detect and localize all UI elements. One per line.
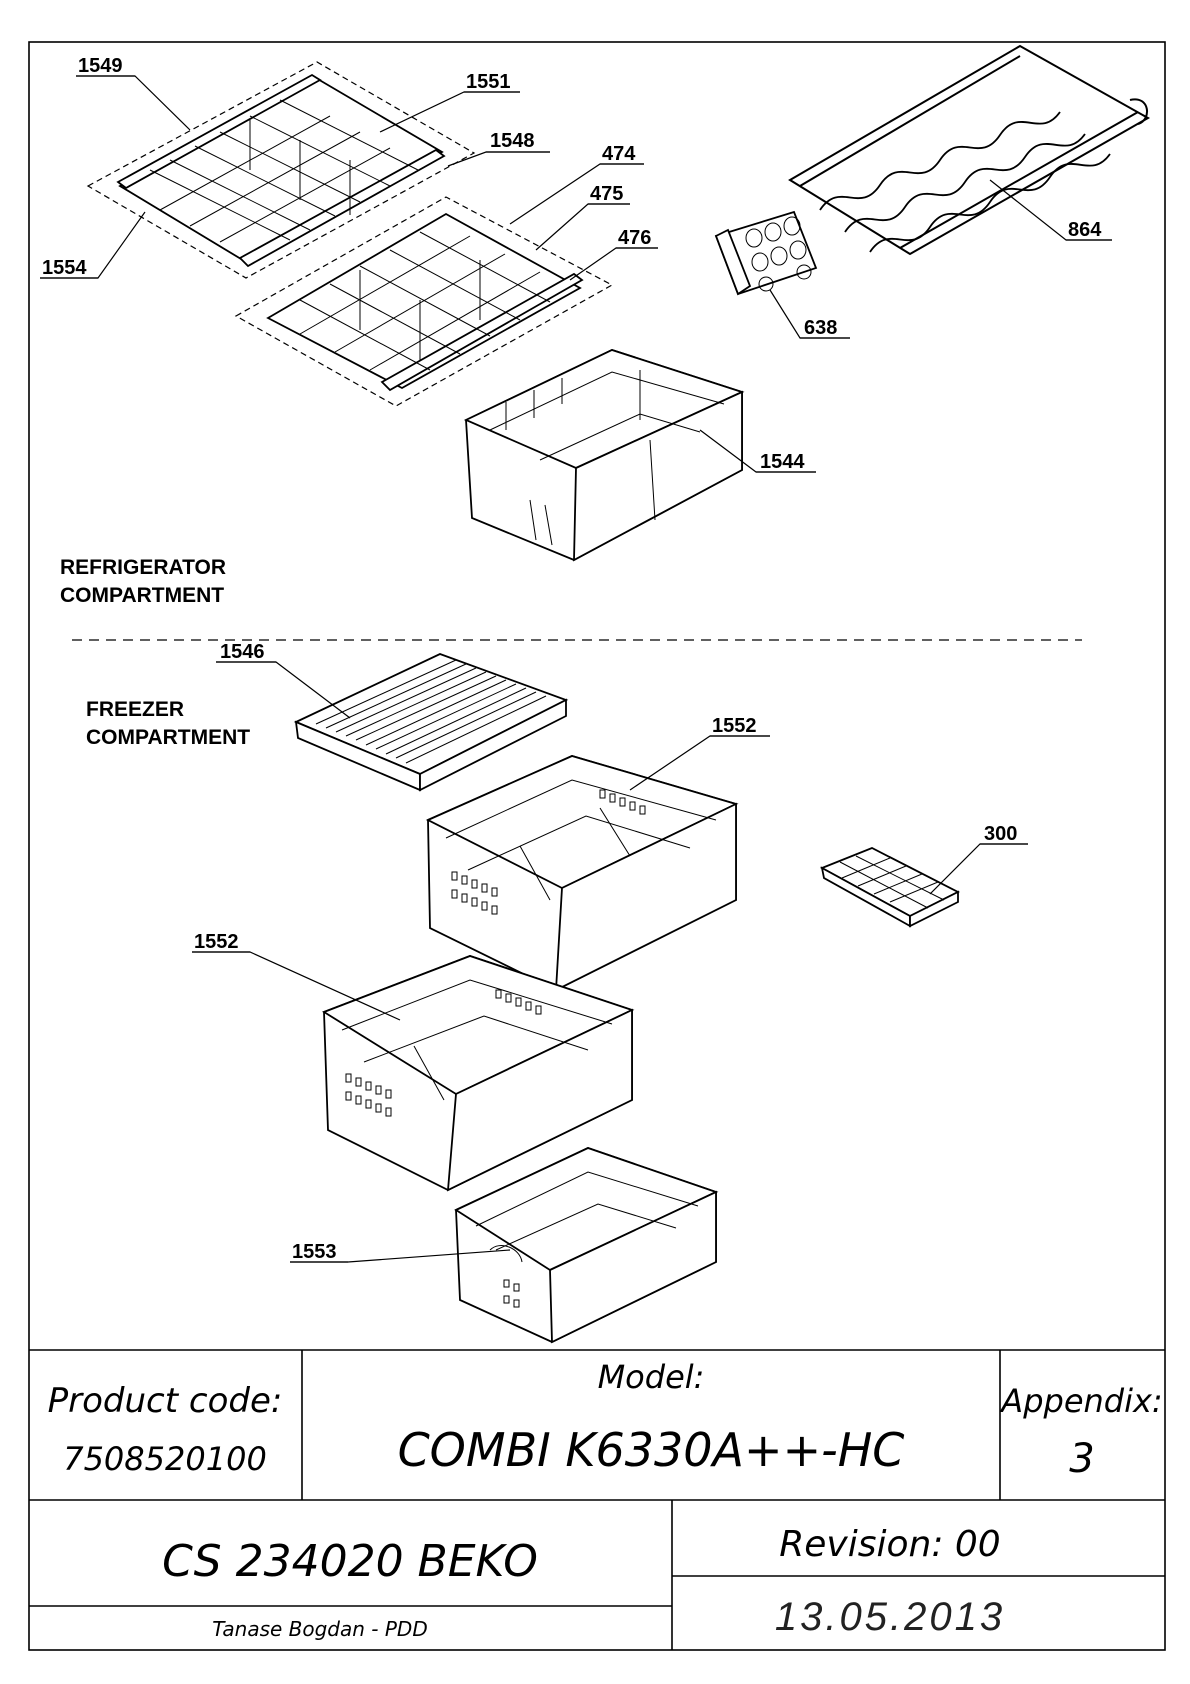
egg-tray bbox=[714, 210, 818, 296]
callout-1544: 1544 bbox=[760, 451, 805, 473]
model-label: Model: bbox=[598, 1358, 705, 1396]
callout-638: 638 bbox=[804, 317, 837, 339]
revision: Revision: 00 bbox=[779, 1524, 1000, 1565]
model-value: COMBI K6330A++-HC bbox=[398, 1423, 905, 1477]
callout-1553: 1553 bbox=[292, 1241, 337, 1263]
freezer-basket-lower bbox=[321, 955, 635, 1192]
crisper-drawer bbox=[463, 349, 745, 562]
document-code: CS 234020 BEKO bbox=[162, 1536, 538, 1587]
product-code-value: 7508520100 bbox=[63, 1440, 267, 1478]
callout-474: 474 bbox=[602, 143, 636, 165]
drawing-frame bbox=[28, 41, 1166, 1651]
glass-shelf-lower bbox=[234, 196, 614, 407]
appendix-value: 3 bbox=[1069, 1436, 1094, 1482]
callout-1548: 1548 bbox=[490, 130, 535, 152]
callout-864: 864 bbox=[1068, 219, 1102, 241]
freezer-shelf bbox=[293, 653, 569, 792]
callout-1549: 1549 bbox=[78, 55, 123, 77]
callout-1546: 1546 bbox=[220, 641, 265, 663]
wine-rack bbox=[788, 44, 1151, 256]
appendix-label: Appendix: bbox=[999, 1382, 1162, 1420]
callout-1552-upper: 1552 bbox=[712, 715, 757, 737]
title-block bbox=[29, 1349, 1165, 1650]
refrigerator-label-line1: REFRIGERATOR bbox=[60, 556, 226, 579]
ice-tray bbox=[819, 847, 960, 928]
callout-300: 300 bbox=[984, 823, 1017, 845]
freezer-label-line2: COMPARTMENT bbox=[86, 726, 250, 749]
callout-underlines bbox=[40, 75, 1112, 1263]
callout-1554: 1554 bbox=[42, 257, 87, 279]
callout-475: 475 bbox=[590, 183, 623, 205]
part-callouts: 1549 1551 1548 474 475 476 1554 638 864 … bbox=[42, 55, 1102, 1263]
refrigerator-label-line2: COMPARTMENT bbox=[60, 584, 224, 607]
date: 13.05.2013 bbox=[775, 1595, 1005, 1639]
callout-1552-lower: 1552 bbox=[194, 931, 239, 953]
freezer-basket-upper bbox=[425, 755, 739, 992]
product-code-label: Product code: bbox=[48, 1381, 283, 1421]
author: Tanase Bogdan - PDD bbox=[212, 1617, 427, 1641]
freezer-label-line1: FREEZER bbox=[86, 698, 184, 721]
callout-1551: 1551 bbox=[466, 71, 511, 93]
glass-shelf-upper bbox=[86, 61, 476, 279]
freezer-drawer-bottom bbox=[454, 1147, 719, 1344]
callout-476: 476 bbox=[618, 227, 651, 249]
